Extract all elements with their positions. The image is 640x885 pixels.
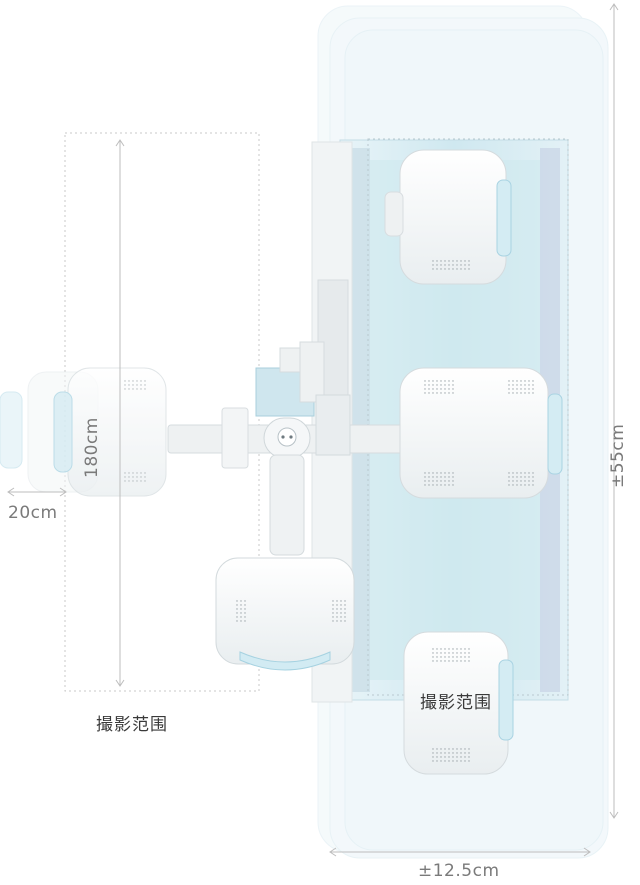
detector-icon [53,367,167,497]
table-detectors [384,149,563,775]
longitudinal-dim-label: ±12.5cm [418,861,500,881]
lateral-dim-label: ±55cm [608,423,628,488]
left-offset-label: 20cm [8,503,58,523]
detector-bottom [403,631,514,775]
left-detector-ghosts [0,367,167,497]
detector-top [384,149,512,285]
dimension-lines [7,3,619,857]
lower-detector [215,557,355,671]
table-range-label: 撮影范围 [420,693,492,713]
left-range-label: 撮影范围 [96,715,168,735]
c-arm-base-icon [239,651,331,671]
detector-middle [399,367,563,499]
height-dim-label: 180cm [82,417,102,478]
arm-joint-icon [277,427,297,447]
tube-arm [167,341,409,556]
